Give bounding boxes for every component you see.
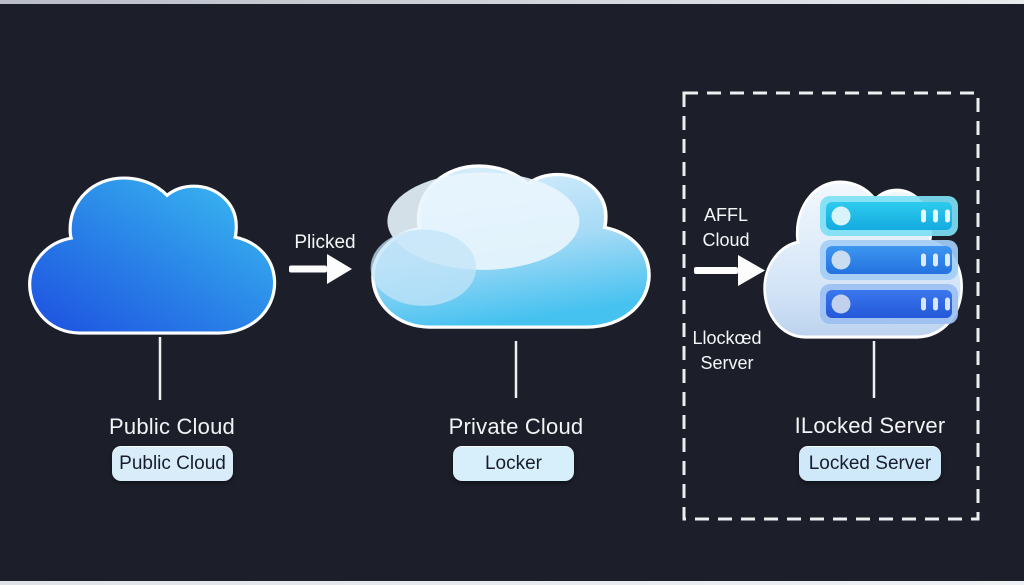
public-cloud-chip[interactable]: Public Cloud [112,446,233,481]
private-cloud-icon [370,164,651,329]
server-led-circle [831,206,851,226]
cloud-server-rack-icon [763,180,964,339]
public-cloud-icon [28,176,277,335]
server-bar-3 [820,284,958,324]
arrow-2-label: AFFL Cloud [686,203,766,253]
arrow-2-label-line-2: Cloud [702,230,750,250]
arrow-right-icon-2 [694,255,765,286]
server-bar-1 [820,196,958,236]
server-bar-2 [820,240,958,280]
server-led-circle [831,250,851,270]
arrow-right-icon-1 [289,254,352,284]
arrow-2-sublabel: Llockœd Server [684,326,770,376]
dashed-group-border [682,91,980,521]
locker-chip[interactable]: Locker [453,446,574,481]
private-cloud-heading: Private Cloud [448,414,584,439]
arrow-2-sublabel-line-2: Server [700,353,754,373]
arrow-2-sublabel-line-1: Llockœd [692,328,762,348]
locked-server-heading: ILocked Server [794,413,946,438]
arrow-2-label-line-1: AFFL [703,205,748,225]
server-led-circle [831,294,851,314]
bottom-edge-strip [0,581,1024,585]
locked-server-chip[interactable]: Locked Server [799,446,941,481]
top-edge-strip [0,0,1024,4]
arrow-1-label: Plicked [294,232,356,253]
cloud-gloss-highlight-2 [370,229,477,306]
public-cloud-heading: Public Cloud [109,414,235,439]
